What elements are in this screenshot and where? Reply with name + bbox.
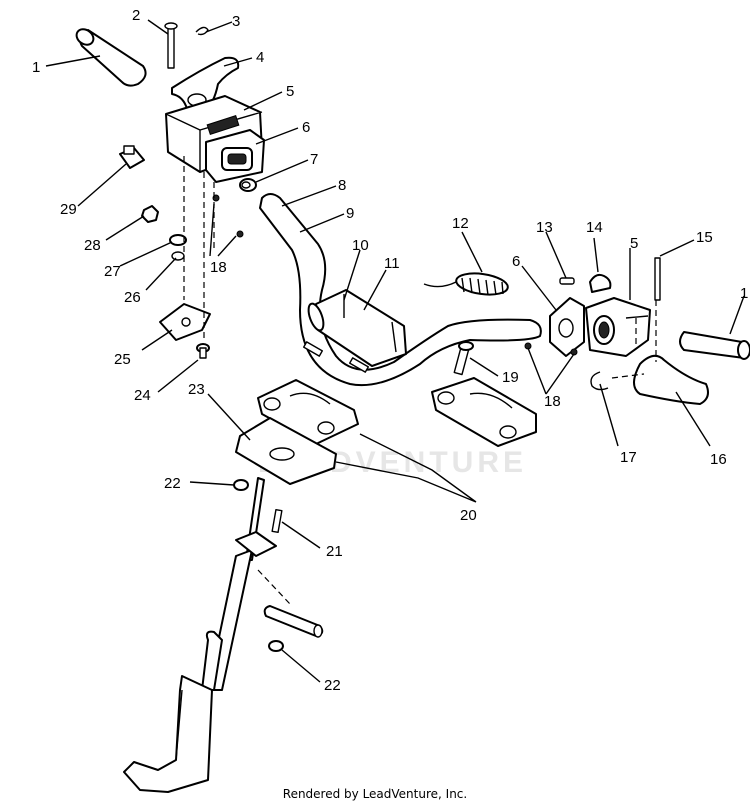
callout-5: 5 bbox=[286, 83, 294, 100]
callout-24: 24 bbox=[134, 387, 151, 404]
steering-column bbox=[123, 417, 337, 793]
callout-13: 13 bbox=[536, 219, 553, 236]
end-plug bbox=[239, 178, 257, 192]
callout-18b: 18 bbox=[544, 393, 561, 410]
control-lever bbox=[171, 56, 240, 115]
callout-12: 12 bbox=[452, 215, 469, 232]
callout-7: 7 bbox=[310, 151, 318, 168]
callout-2: 2 bbox=[132, 7, 140, 24]
control-bracket-right bbox=[549, 297, 585, 357]
callout-21: 21 bbox=[326, 543, 343, 560]
cable-connector bbox=[119, 145, 145, 169]
callout-1b: 1 bbox=[740, 285, 748, 302]
callout-8: 8 bbox=[338, 177, 346, 194]
callout-23: 23 bbox=[188, 381, 205, 398]
callout-29: 29 bbox=[60, 201, 77, 218]
callout-22b: 22 bbox=[324, 677, 341, 694]
nut-lower bbox=[268, 640, 284, 652]
callout-1: 1 bbox=[32, 59, 40, 76]
lock-washer bbox=[171, 251, 185, 261]
spring-clip bbox=[590, 371, 609, 391]
callout-14: 14 bbox=[586, 219, 603, 236]
pivot-pin bbox=[263, 605, 324, 638]
callout-18a: 18 bbox=[210, 259, 227, 276]
handlebar bbox=[259, 193, 542, 387]
leader-lines bbox=[45, 19, 745, 683]
control-lever-right bbox=[633, 354, 709, 405]
nut-upper bbox=[233, 479, 249, 491]
callout-20: 20 bbox=[460, 507, 477, 524]
callout-11: 11 bbox=[384, 255, 400, 272]
hex-nut bbox=[141, 205, 159, 223]
callout-4: 4 bbox=[256, 49, 264, 66]
left-grip bbox=[75, 28, 147, 87]
bolt bbox=[196, 343, 210, 359]
handlebar-clamp-upper bbox=[431, 377, 537, 447]
cylinder-assembly bbox=[303, 289, 407, 373]
adjusting-knob bbox=[589, 273, 612, 293]
callout-10: 10 bbox=[352, 237, 369, 254]
footer-credit: Rendered by LeadVenture, Inc. bbox=[282, 787, 468, 801]
cotter-pin bbox=[559, 277, 575, 285]
callout-6b: 6 bbox=[512, 253, 520, 270]
control-housing-right bbox=[585, 297, 651, 357]
callout-16: 16 bbox=[710, 451, 727, 468]
callout-9: 9 bbox=[346, 205, 354, 222]
hair-pin-clip bbox=[195, 26, 209, 36]
callout-26: 26 bbox=[124, 289, 141, 306]
clamp-bolt bbox=[453, 341, 474, 376]
handlebar-clamp-lower bbox=[257, 379, 359, 445]
pin bbox=[164, 22, 178, 69]
callout-27: 27 bbox=[104, 263, 121, 280]
mounting-plate bbox=[159, 303, 211, 341]
callout-6: 6 bbox=[302, 119, 310, 136]
callout-19: 19 bbox=[502, 369, 519, 386]
control-bracket-left bbox=[205, 129, 265, 183]
callout-15: 15 bbox=[696, 229, 713, 246]
callout-3: 3 bbox=[232, 13, 240, 30]
spring bbox=[423, 272, 509, 296]
callout-28: 28 bbox=[84, 237, 101, 254]
pin-right bbox=[654, 257, 661, 301]
callout-5b: 5 bbox=[630, 235, 638, 252]
callout-25: 25 bbox=[114, 351, 131, 368]
callout-22a: 22 bbox=[164, 475, 181, 492]
callout-labels: 1 2 3 4 5 6 7 8 9 10 11 12 13 14 5 15 1 … bbox=[32, 7, 748, 694]
callout-17: 17 bbox=[620, 449, 637, 466]
right-grip bbox=[679, 331, 750, 360]
washer bbox=[169, 234, 187, 246]
column-bolt bbox=[271, 508, 283, 534]
